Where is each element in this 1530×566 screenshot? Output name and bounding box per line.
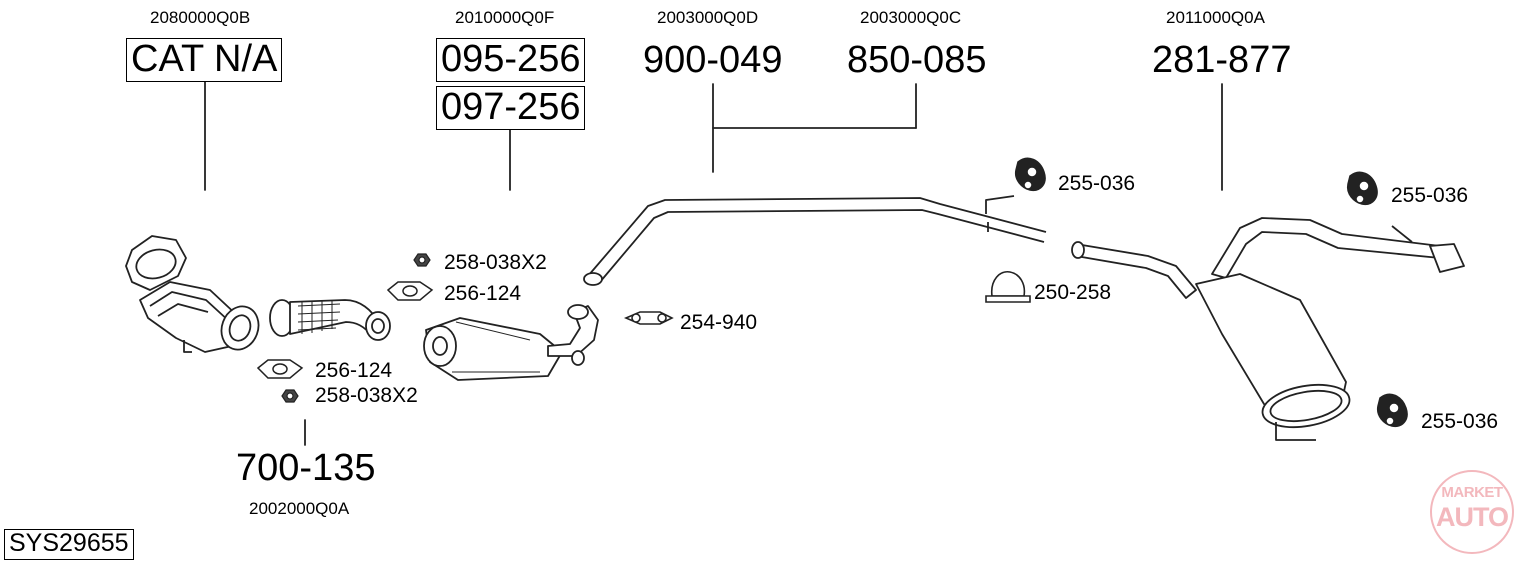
flange-nut-icon	[281, 253, 431, 403]
part-number-mid-pipe-b[interactable]: 850-085	[847, 39, 987, 81]
accessory-gasket-2[interactable]: 256-124	[315, 359, 393, 382]
part-number-front-pipe-2[interactable]: 097-256	[436, 86, 586, 130]
oe-number-flex-pipe: 2002000Q0A	[249, 499, 350, 518]
oe-number-front-pipe: 2010000Q0F	[455, 8, 555, 27]
accessory-rubber-mount-2[interactable]: 255-036	[1391, 184, 1469, 207]
oe-number-mid-pipe-b: 2003000Q0C	[860, 8, 962, 27]
part-number-cat[interactable]: CAT N/A	[126, 38, 283, 82]
oe-number-mid-pipe-a: 2003000Q0D	[657, 8, 759, 27]
gasket-icon	[256, 281, 434, 379]
rear-silencer-icon	[1071, 217, 1465, 441]
oe-number-rear-silencer: 2011000Q0A	[1166, 8, 1265, 27]
middle-pipe-icon	[583, 195, 1047, 286]
catalytic-converter-icon	[125, 235, 260, 353]
accessory-clamp-1[interactable]: 250-258	[1034, 281, 1112, 304]
accessory-nut-1[interactable]: 258-038X2	[444, 251, 547, 274]
part-number-flex-pipe[interactable]: 700-135	[236, 447, 376, 489]
market-auto-logo: MARKET AUTO	[1424, 470, 1520, 556]
oe-number-cat: 2080000Q0B	[150, 8, 251, 27]
accessory-rubber-mount-3[interactable]: 255-036	[1421, 410, 1499, 433]
part-number-front-pipe-1[interactable]: 095-256	[436, 38, 586, 82]
rubber-mount-icon	[1014, 157, 1408, 428]
exhaust-clamp-icon	[623, 271, 1031, 325]
part-number-rear-silencer[interactable]: 281-877	[1152, 39, 1292, 81]
accessory-gasket-1[interactable]: 256-124	[444, 282, 522, 305]
flex-pipe-icon	[269, 299, 391, 341]
accessory-clamp-2[interactable]: 254-940	[680, 311, 758, 334]
front-pipe-silencer-icon	[423, 304, 599, 381]
accessory-rubber-mount-1[interactable]: 255-036	[1058, 172, 1136, 195]
system-id: SYS29655	[4, 529, 134, 560]
part-number-mid-pipe-a[interactable]: 900-049	[643, 39, 783, 81]
logo-line-2: AUTO	[1435, 502, 1509, 532]
accessory-nut-2[interactable]: 258-038X2	[315, 384, 418, 407]
logo-ring	[1430, 470, 1514, 554]
logo-line-1: MARKET	[1441, 484, 1503, 501]
